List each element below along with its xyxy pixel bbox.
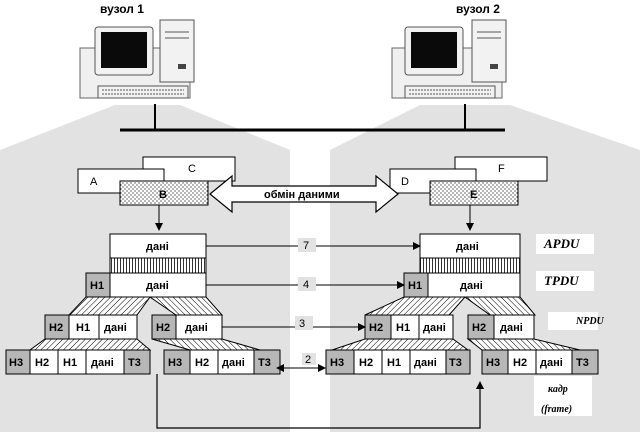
tpdu-label-bg <box>536 271 594 291</box>
apdu-stripe-2 <box>419 257 521 274</box>
apdu-stripe-1 <box>109 257 207 274</box>
network-bus <box>120 104 505 132</box>
app-f-label: F <box>498 163 505 175</box>
tpdu-data-box-1 <box>109 272 207 298</box>
npdu-data-box-2b <box>493 314 535 340</box>
frame-t3-box-2a <box>445 349 471 375</box>
frame-data-box-1a <box>85 349 125 375</box>
node1-title: вузол 1 <box>100 2 144 16</box>
apdu-label-bg <box>536 234 594 254</box>
layer3-number: 3 <box>299 318 305 330</box>
frame-data-label-1b: дані <box>222 357 245 369</box>
tpdu-label: TPDU <box>544 273 579 288</box>
app-a-label: A <box>90 176 98 188</box>
npdu-label-bg <box>548 312 598 330</box>
apdu-data-label-2: дані <box>456 241 479 253</box>
npdu-data-box-1a <box>98 314 138 340</box>
frame-label-2: (frame) <box>541 404 572 415</box>
app-b-label: B <box>159 189 167 201</box>
npdu-label: NPDU <box>575 316 605 327</box>
npdu-data-label-1b: дані <box>185 322 208 334</box>
frame-t3-box-1b <box>253 349 281 375</box>
frame-h3-box-1a <box>5 349 31 375</box>
frame-label-1: кадр <box>548 384 568 395</box>
physical-path <box>156 374 484 429</box>
npdu-data-label-1a: дані <box>104 322 127 334</box>
app-d-label: D <box>401 176 409 188</box>
apdu-data-label-1: дані <box>146 241 169 253</box>
frame-data-box-2b <box>535 349 573 375</box>
tpdu-data-label-2: дані <box>460 280 483 292</box>
frame-h2-box-1b <box>189 349 219 375</box>
frame-data-label-1a: дані <box>91 357 114 369</box>
frame-t3-box-1a <box>123 349 151 375</box>
frame-t3-label-1a: T3 <box>128 357 141 369</box>
frame-label-bg <box>534 376 592 416</box>
tpdu-h1-label-2: H1 <box>408 280 422 292</box>
tpdu-h1-label-1: H1 <box>90 280 104 292</box>
tpdu-split-right-2 <box>463 296 537 316</box>
exchange-arrow <box>209 174 399 214</box>
frame-h3-box-2b <box>481 349 509 375</box>
exchange-label: обмін даними <box>264 189 340 201</box>
layer7-number: 7 <box>303 240 309 252</box>
app-c-label: C <box>188 163 196 175</box>
tpdu-data-label-1: дані <box>146 280 169 292</box>
npdu-h2-label-1a: H2 <box>49 322 63 334</box>
frame-h3-label-1a: H3 <box>9 357 23 369</box>
layer4-number: 4 <box>303 279 309 291</box>
frame-h1-label-2a: H1 <box>387 357 401 369</box>
npdu-h1-label-1: H1 <box>76 322 90 334</box>
frame-h2-label-1a: H2 <box>35 357 49 369</box>
frame-h2-label-1b: H2 <box>195 357 209 369</box>
frame-h2-label-2b: H2 <box>513 357 527 369</box>
npdu-h2-label-2a: H2 <box>369 322 383 334</box>
frame-t3-box-2b <box>571 349 599 375</box>
app-e-label: E <box>470 189 477 201</box>
frame-h2-box-2b <box>507 349 537 375</box>
frame-t3-label-1b: T3 <box>258 357 271 369</box>
npdu-h2-box-2b <box>467 314 495 340</box>
layer7-label-bg <box>298 238 316 252</box>
frame-t3-label-2b: T3 <box>576 357 589 369</box>
frame-h1-label-1a: H1 <box>63 357 77 369</box>
npdu-data-label-2b: дані <box>500 322 523 334</box>
tpdu-data-box-2 <box>427 272 521 298</box>
npdu-data-box-1b <box>175 314 223 340</box>
pdu-labels: APDU TPDU NPDU кадр (frame) <box>534 234 605 416</box>
layer3-label-bg <box>295 316 313 330</box>
frame-h3-box-1b <box>163 349 191 375</box>
npdu-split-left-1 <box>28 338 152 351</box>
app-b-box[interactable] <box>119 180 209 206</box>
apdu-label: APDU <box>543 236 580 251</box>
frame-h3-label-2b: H3 <box>486 357 500 369</box>
computer-1-icon <box>79 19 195 99</box>
frame-h3-label-2a: H3 <box>330 357 344 369</box>
app-e-box[interactable] <box>429 180 519 206</box>
apdu-data-box-1 <box>109 233 207 259</box>
npdu-h2-label-2b: H2 <box>472 322 486 334</box>
frame-data-box-2a <box>409 349 447 375</box>
frame-h1-box-2a <box>381 349 411 375</box>
npdu-h1-label-2: H1 <box>396 322 410 334</box>
layer2-number: 2 <box>305 354 311 366</box>
node2-title: вузол 2 <box>456 2 500 16</box>
layer2-label-bg <box>302 353 316 365</box>
computer-2-icon <box>391 19 507 99</box>
frame-h2-label-2a: H2 <box>359 357 373 369</box>
layer4-label-bg <box>298 277 316 291</box>
frame-t3-label-2a: T3 <box>449 357 462 369</box>
npdu-h2-label-1b: H2 <box>156 322 170 334</box>
frame-data-label-2a: дані <box>414 357 437 369</box>
frame-data-label-2b: дані <box>540 357 563 369</box>
frame-h3-label-1b: H3 <box>168 357 182 369</box>
npdu-data-label-2a: дані <box>423 322 446 334</box>
